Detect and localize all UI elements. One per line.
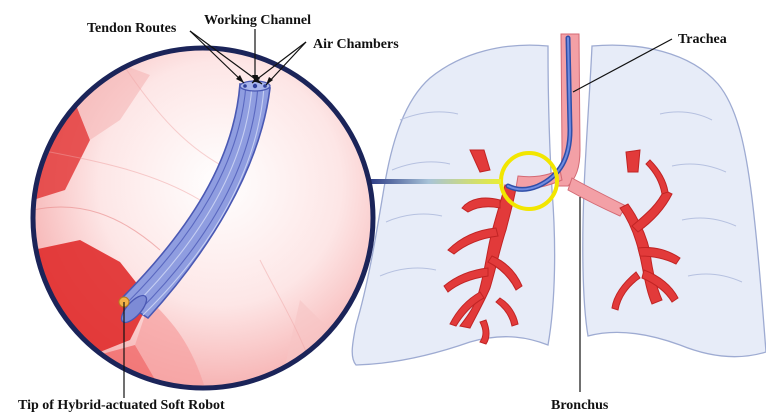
lung-illustration (352, 34, 766, 365)
label-bronchus: Bronchus (551, 398, 609, 413)
label-tendon-routes: Tendon Routes (87, 21, 177, 36)
label-trachea: Trachea (678, 32, 727, 47)
label-tip-of-robot: Tip of Hybrid-actuated Soft Robot (18, 398, 225, 413)
zoom-connector (370, 179, 501, 184)
label-working-channel: Working Channel (204, 13, 311, 28)
zoom-inset (33, 48, 373, 388)
label-air-chambers: Air Chambers (313, 37, 399, 52)
